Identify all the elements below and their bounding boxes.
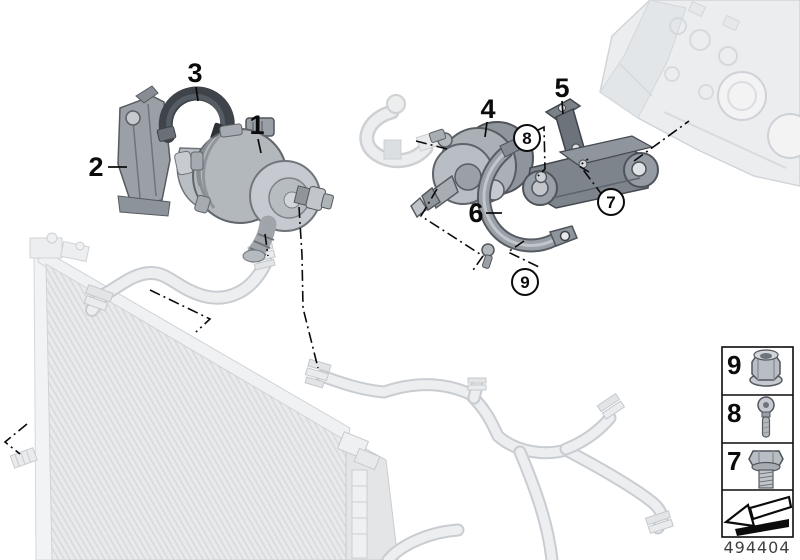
coolant-hoses-ghost <box>85 255 669 560</box>
callouts: 1 2 3 4 5 6 7 8 9 <box>88 58 625 296</box>
callout-4[interactable]: 4 <box>480 94 495 124</box>
assoc-line-pump1-elbow <box>264 233 269 257</box>
legend-number-7: 7 <box>727 446 741 476</box>
radiator-drain-fitting-ghost <box>9 447 38 469</box>
assoc-line-8-to-screw <box>537 125 546 177</box>
leader-label-1 <box>257 138 262 154</box>
assoc-line-7-chevron <box>577 158 590 173</box>
callout-2[interactable]: 2 <box>88 152 103 182</box>
leader-label-4 <box>484 121 488 138</box>
callout-6[interactable]: 6 <box>468 198 483 228</box>
radiator-ghost <box>9 232 399 560</box>
legend-row-direction <box>723 495 793 536</box>
assoc-line-pump4-outlet <box>419 188 485 274</box>
legend-row-bolt: 7 <box>727 446 784 489</box>
direction-arrow-icon <box>723 495 793 536</box>
callout-5[interactable]: 5 <box>554 73 569 103</box>
leader-label-5 <box>561 100 564 115</box>
legend-number-8: 8 <box>727 398 741 428</box>
legend-row-nut: 9 <box>727 349 783 387</box>
cylinder-head-ghost <box>599 0 800 187</box>
flange-nut-icon <box>749 349 783 387</box>
callout-8-number: 8 <box>522 129 531 148</box>
diagram-number: 494404 <box>723 538 790 557</box>
thermostat-ghost <box>359 94 443 169</box>
assoc-line-radiator-hose <box>149 289 212 333</box>
legend-row-screw: 8 <box>727 396 775 438</box>
hex-bolt-icon <box>748 450 784 489</box>
torx-screw-icon <box>757 396 775 438</box>
legend-number-9: 9 <box>727 350 741 380</box>
legend-table: 9 8 7 <box>721 346 794 538</box>
assoc-line-7-to-bolt <box>580 166 604 197</box>
callout-1[interactable]: 1 <box>249 110 264 140</box>
leader-lines <box>3 86 690 455</box>
callout-7-number: 7 <box>606 193 615 212</box>
callout-8-circled[interactable]: 8 <box>513 124 541 152</box>
callout-9-circled[interactable]: 9 <box>511 268 539 296</box>
callout-3[interactable]: 3 <box>187 58 202 88</box>
leader-label-3 <box>195 86 199 102</box>
assoc-line-pump1-port <box>298 206 319 369</box>
part-6-clamp-strap[interactable] <box>476 138 578 269</box>
callout-9-number: 9 <box>520 273 529 292</box>
assoc-line-radiator-fitting <box>3 423 28 455</box>
assoc-line-pump4-inlet <box>415 140 448 150</box>
assoc-line-strap-to-9 <box>506 240 542 269</box>
callout-7-circled[interactable]: 7 <box>597 188 625 216</box>
